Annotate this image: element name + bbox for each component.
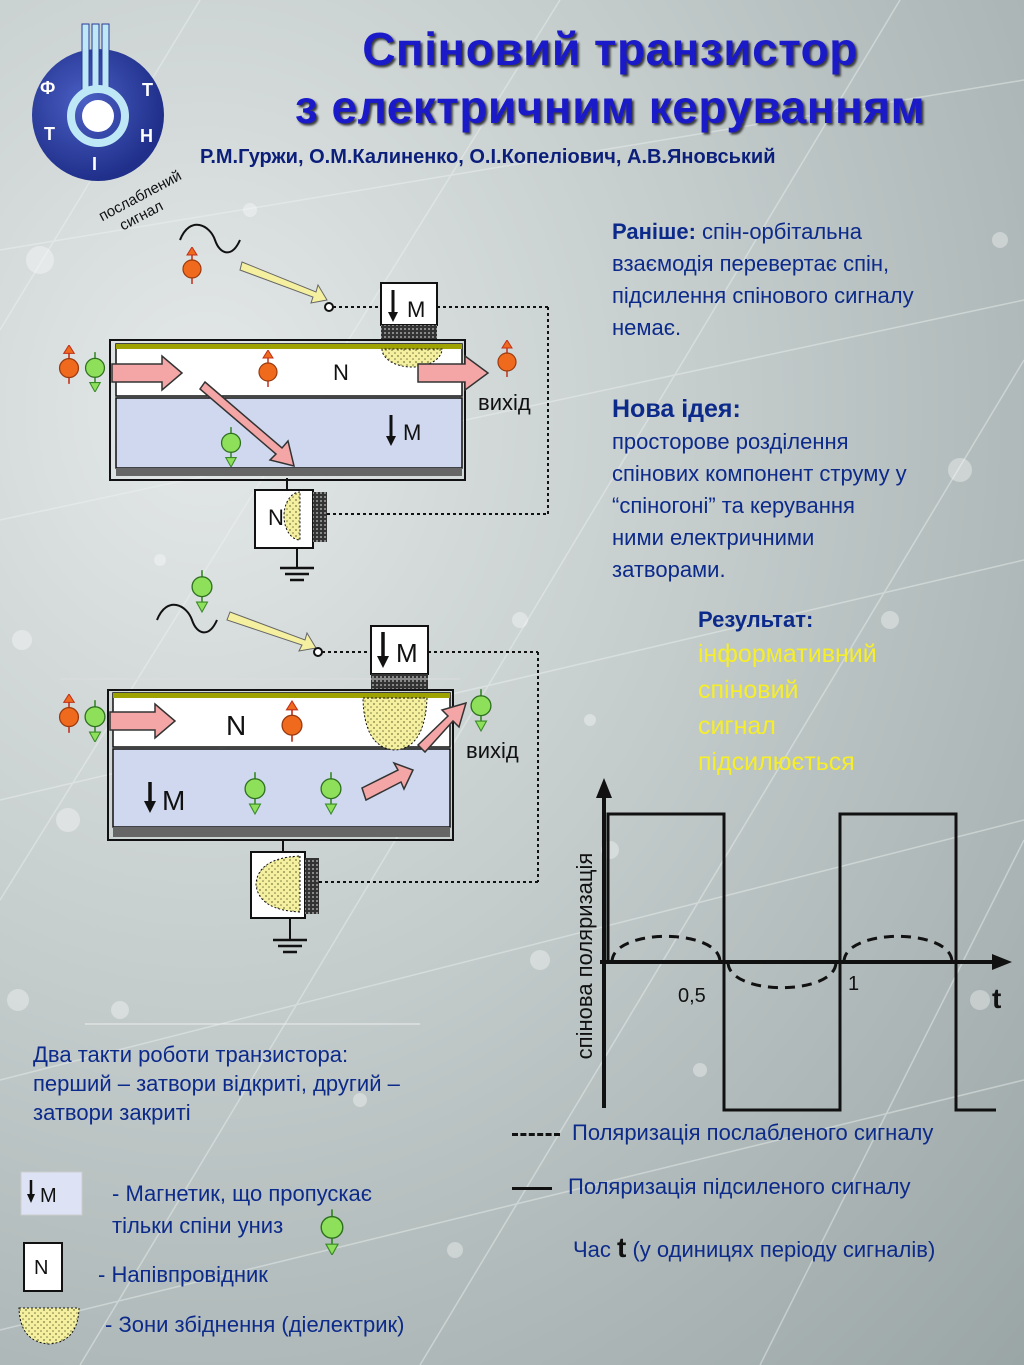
legend-magnet-label: M	[40, 1185, 57, 1207]
result-section: Результат: інформативний спіновий сигнал…	[698, 604, 1018, 780]
x-tick-label: 0,5	[678, 985, 706, 1007]
idea-section: Нова ідея: просторове розділення спінови…	[612, 392, 1012, 586]
output-label: вихід	[478, 390, 531, 415]
legend-icons: M N	[18, 1171, 344, 1345]
diagram-closed-gates: M N M вихід	[58, 569, 539, 954]
magnet-gate-label: M	[396, 638, 418, 668]
semiconductor-gate-bottom	[254, 489, 314, 549]
legend-semiconductor-box	[23, 1242, 63, 1292]
magnet-gate-top	[380, 282, 438, 326]
n-region-label: N	[333, 360, 349, 385]
solid-line-swatch	[512, 1186, 552, 1190]
result-heading: Результат:	[698, 607, 814, 632]
institute-logo: Ф Т І Н Т	[32, 23, 164, 181]
amplified-signal-line	[606, 812, 996, 1112]
output-label: вихід	[466, 738, 519, 763]
diagram-caption: Два такти роботи транзистора:перший – за…	[33, 1042, 400, 1125]
page-title-line1: Спіновий транзистор	[362, 23, 858, 75]
logo-letter: І	[92, 154, 97, 174]
weak-signal-line	[610, 934, 722, 963]
legend-depletion-icon	[18, 1307, 80, 1345]
m-region-label: M	[403, 420, 421, 445]
weak-signal-line	[726, 961, 838, 990]
page-title-line2: з електричним керуванням	[294, 81, 926, 133]
n-gate-label: N	[268, 505, 284, 530]
legend-solid: Поляризація підсиленого сигналу	[512, 1174, 910, 1200]
legend-depletion-text: - Зони збіднення (діелектрик)	[105, 1312, 405, 1337]
x-tick-label: 1	[848, 973, 859, 995]
magnet-gate-label: M	[407, 297, 425, 322]
legend-time: Час t (у одиницях періоду сигналів)	[573, 1232, 936, 1263]
x-axis-label: t	[992, 983, 1001, 1014]
legend-dashed: Поляризація послабленого сигналу	[512, 1120, 933, 1146]
authors: Р.М.Гуржи, О.М.Калиненко, О.І.Копеліович…	[200, 146, 776, 168]
n-region-label: N	[226, 710, 246, 741]
idea-heading: Нова ідея:	[612, 395, 741, 423]
dashed-line-swatch	[512, 1132, 560, 1136]
legend-magnet-text: - Магнетик, що пропускає тільки спіни ун…	[112, 1181, 372, 1238]
spin-up-electron	[182, 247, 202, 285]
m-region-label: M	[162, 785, 185, 816]
polarization-chart: спінова поляризація t 0,5 1	[572, 778, 1012, 1112]
depletion-zone	[381, 348, 443, 368]
before-section: Раніше: спін-орбітальна взаємодія переве…	[612, 219, 914, 340]
diagram-open-gates: M N M вихід N	[58, 223, 549, 582]
current-arrow	[111, 354, 184, 392]
logo-letter: Т	[44, 124, 55, 144]
y-axis-label: спінова поляризація	[572, 853, 597, 1060]
logo-letter: Н	[140, 126, 153, 146]
weak-signal-line	[842, 934, 954, 963]
legend-semiconductor-label: N	[34, 1257, 48, 1279]
signal-input-arrow	[239, 261, 328, 304]
gate-terminal	[324, 302, 334, 312]
logo-letter: Ф	[40, 78, 55, 98]
before-heading: Раніше:	[612, 219, 696, 244]
weak-signal-wave	[179, 223, 241, 254]
legend-semiconductor-text: - Напівпровідник	[98, 1262, 268, 1287]
output-arrow	[417, 354, 490, 392]
logo-letter: Т	[142, 80, 153, 100]
spin-down-deflect-arrow	[198, 380, 296, 468]
